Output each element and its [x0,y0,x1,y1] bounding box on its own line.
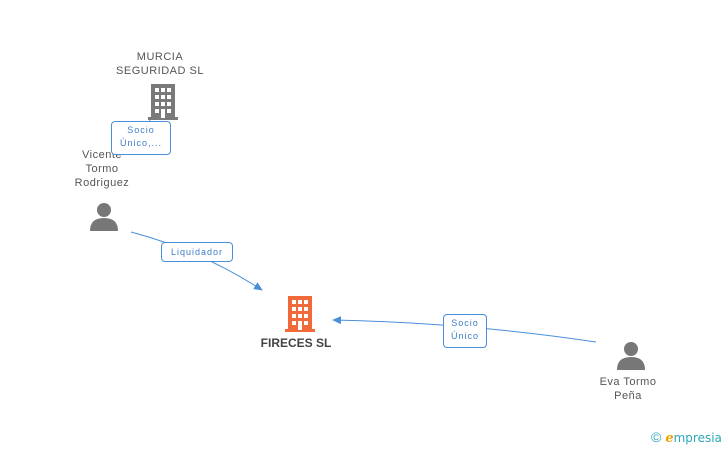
person-icon[interactable] [89,201,119,231]
edge-label-line: Liquidador [170,247,224,257]
copyright-symbol: © [651,429,662,445]
brand-name: mpresia [673,431,722,445]
node-label-line: SEGURIDAD SL [116,65,204,77]
brand-initial: e [665,431,674,446]
node-label-vicente-tormo[interactable]: Vicente Tormo Rodriguez [50,148,154,190]
empresia-watermark: ©empresia [651,429,722,447]
node-label-murcia-seguridad[interactable]: MURCIA SEGURIDAD SL [100,50,220,78]
node-label-line: MURCIA [136,51,184,63]
node-label-fireces[interactable]: FIRECES SL [246,336,346,350]
node-label-line: Tormo [85,163,119,175]
edge-label-line: Socio [451,318,479,328]
node-label-line: Rodriguez [74,177,130,189]
edge-label-socio-unico-eva[interactable]: Socio Único [443,314,487,348]
building-icon[interactable] [147,84,179,120]
node-label-line: Peña [614,390,642,402]
edge-label-liquidador[interactable]: Liquidador [161,242,233,262]
building-icon[interactable] [284,296,316,332]
edge-label-socio-unico-murcia[interactable]: Socio Único,... [111,121,171,155]
edge-label-line: Único,... [119,138,162,148]
person-icon[interactable] [616,340,646,370]
edge-label-line: Único [450,331,479,341]
node-label-line: Eva Tormo [599,376,657,388]
node-label-eva-tormo[interactable]: Eva Tormo Peña [578,375,678,403]
edge-label-line: Socio [127,125,155,135]
node-label-line: FIRECES SL [260,336,332,350]
